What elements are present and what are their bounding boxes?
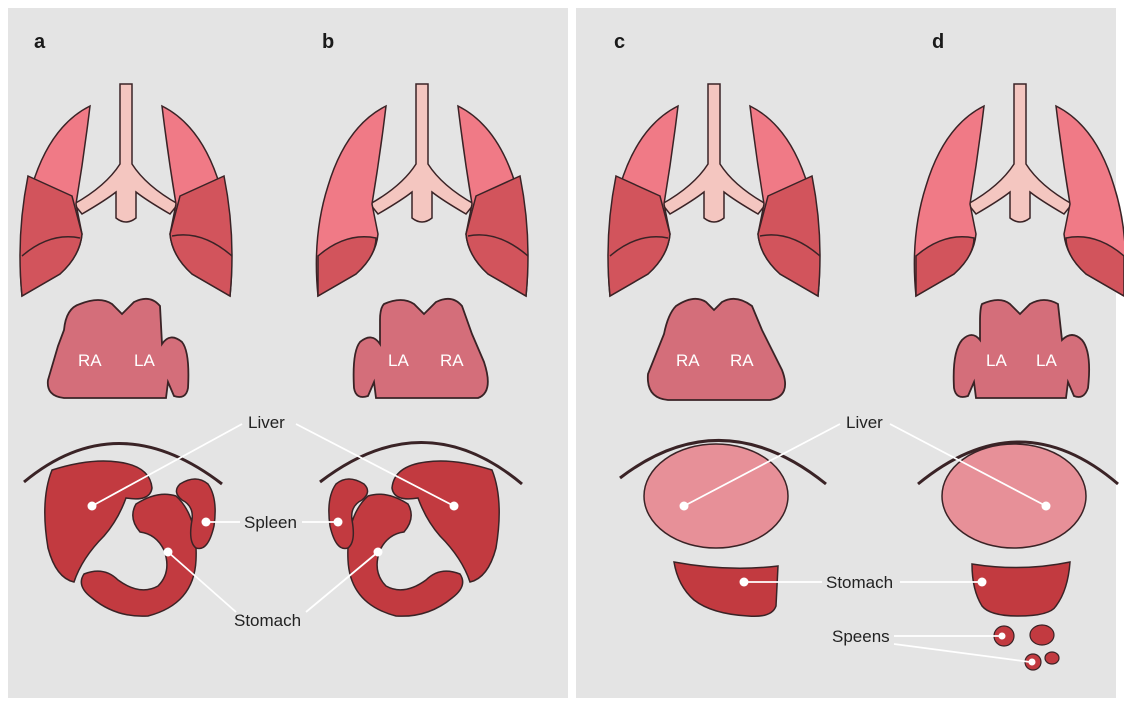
stomach-c (674, 562, 778, 616)
liver-d (942, 444, 1086, 548)
label-liver-right: Liver (846, 413, 883, 432)
heart-c: RA RA (648, 299, 785, 400)
spleen-d-2 (1030, 625, 1054, 645)
atrium-label-c-2: RA (730, 351, 754, 370)
label-stomach-right: Stomach (826, 573, 893, 592)
heart-d: LA LA (954, 300, 1089, 398)
atrium-label-c-1: RA (676, 351, 700, 370)
label-liver-left: Liver (248, 413, 285, 432)
atrium-label-d-1: LA (986, 351, 1007, 370)
atrium-label-d-2: LA (1036, 351, 1057, 370)
lungs-a (20, 84, 232, 296)
stomach-d (972, 562, 1070, 616)
marker-dots (88, 502, 1051, 666)
liver-c (644, 444, 788, 548)
lungs-b (316, 84, 528, 296)
atrium-label-a-2: LA (134, 351, 155, 370)
heart-a: RA LA (48, 298, 191, 398)
label-stomach-left: Stomach (234, 611, 301, 630)
spleen-d-4 (1045, 652, 1059, 664)
panel-label-a: a (34, 31, 46, 53)
lungs-c (608, 84, 820, 296)
panel-label-d: d (932, 31, 944, 53)
panel-label-c: c (614, 31, 625, 53)
atrium-label-b-1: LA (388, 351, 409, 370)
panel-label-b: b (322, 31, 334, 53)
label-spleen: Spleen (244, 513, 297, 532)
label-spleens: Speens (832, 627, 890, 646)
lungs-d (914, 84, 1124, 296)
atrium-label-b-2: RA (440, 351, 464, 370)
abdomen-c (644, 444, 788, 616)
heart-b: LA RA (354, 299, 488, 398)
atrium-label-a-1: RA (78, 351, 102, 370)
